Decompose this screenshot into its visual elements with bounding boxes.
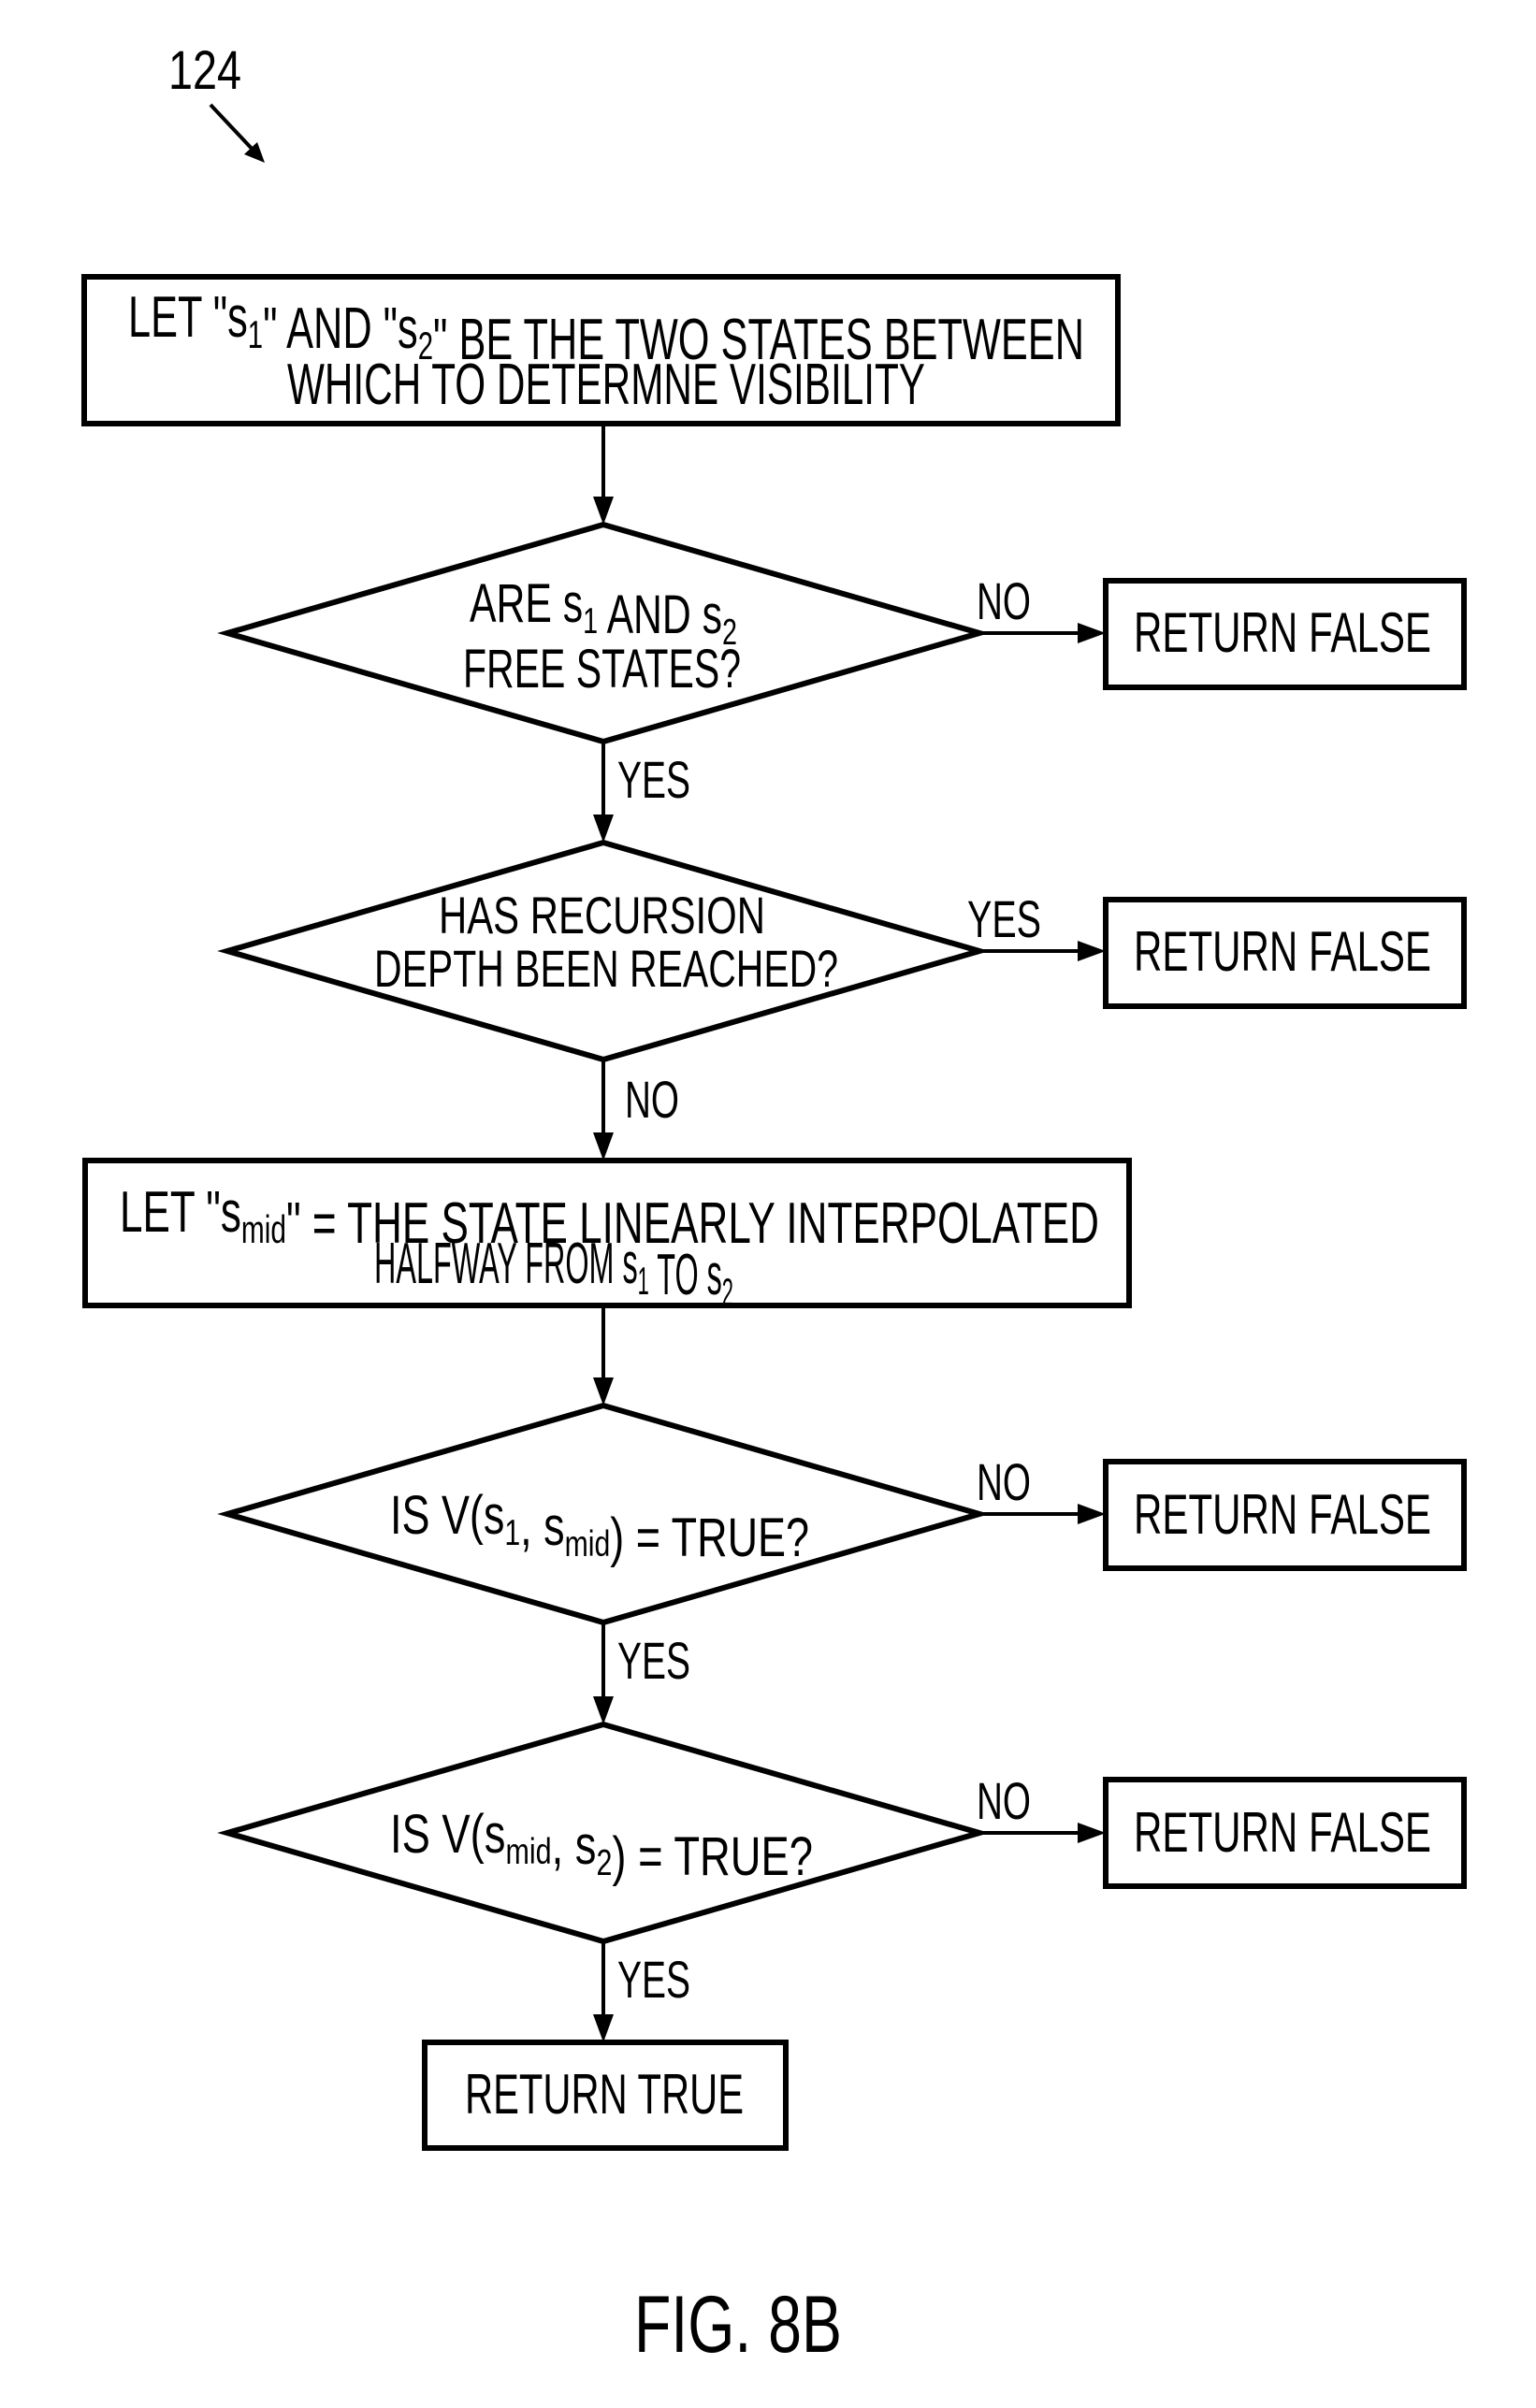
figure-caption: FIG. 8B — [634, 2280, 842, 2370]
node-text-return-true-line-1: RETURN TRUE — [465, 2063, 744, 2126]
arrowhead-icon — [1078, 623, 1106, 643]
arrowhead-icon — [593, 1132, 614, 1161]
node-text-return-false-3-line-1: RETURN FALSE — [1134, 1483, 1431, 1546]
edge-label-no: NO — [977, 1771, 1031, 1830]
edge-label-no: NO — [977, 571, 1031, 630]
connector-check-free-to-check-depth — [593, 742, 614, 843]
arrowhead-icon — [593, 2014, 614, 2042]
connector-check-depth-to-interpolate — [593, 1060, 614, 1161]
arrowhead-icon — [593, 815, 614, 843]
connector-start-to-check-free — [593, 424, 614, 525]
node-text-check-depth-line-2: DEPTH BEEN REACHED? — [374, 939, 838, 998]
edge-label-no: NO — [625, 1070, 679, 1129]
connector-check-first-half-to-check-second-half — [593, 1622, 614, 1724]
reference-arrow-icon — [210, 105, 265, 163]
arrowhead-icon — [1078, 1823, 1106, 1843]
node-text-return-false-1-line-1: RETURN FALSE — [1134, 601, 1431, 664]
edge-label-yes: YES — [617, 1950, 690, 2009]
decision-diamond-check-second-half — [227, 1724, 979, 1941]
arrowhead-icon — [1078, 941, 1106, 961]
arrowhead-icon — [593, 1696, 614, 1724]
node-text-return-false-4-line-1: RETURN FALSE — [1134, 1801, 1431, 1864]
edge-label-yes: YES — [617, 750, 690, 809]
node-text-check-depth-line-1: HAS RECURSION — [439, 886, 765, 944]
reference-numeral: 124 — [168, 40, 241, 101]
edge-label-yes: YES — [967, 889, 1041, 948]
node-text-start-line-2: WHICH TO DETERMNE VISIBILITY — [287, 353, 925, 417]
connector-interpolate-to-check-first-half — [593, 1305, 614, 1406]
arrowhead-icon — [593, 497, 614, 525]
arrowhead-icon — [593, 1377, 614, 1406]
decision-diamond-check-first-half — [227, 1406, 979, 1622]
node-text-check-free-line-2: FREE STATES? — [463, 639, 741, 699]
connector-check-second-half-to-return-true — [593, 1941, 614, 2042]
arrowhead-icon — [1078, 1504, 1106, 1524]
node-text-return-false-2-line-1: RETURN FALSE — [1134, 920, 1431, 983]
edge-label-no: NO — [977, 1452, 1031, 1511]
edge-label-yes: YES — [617, 1631, 690, 1690]
